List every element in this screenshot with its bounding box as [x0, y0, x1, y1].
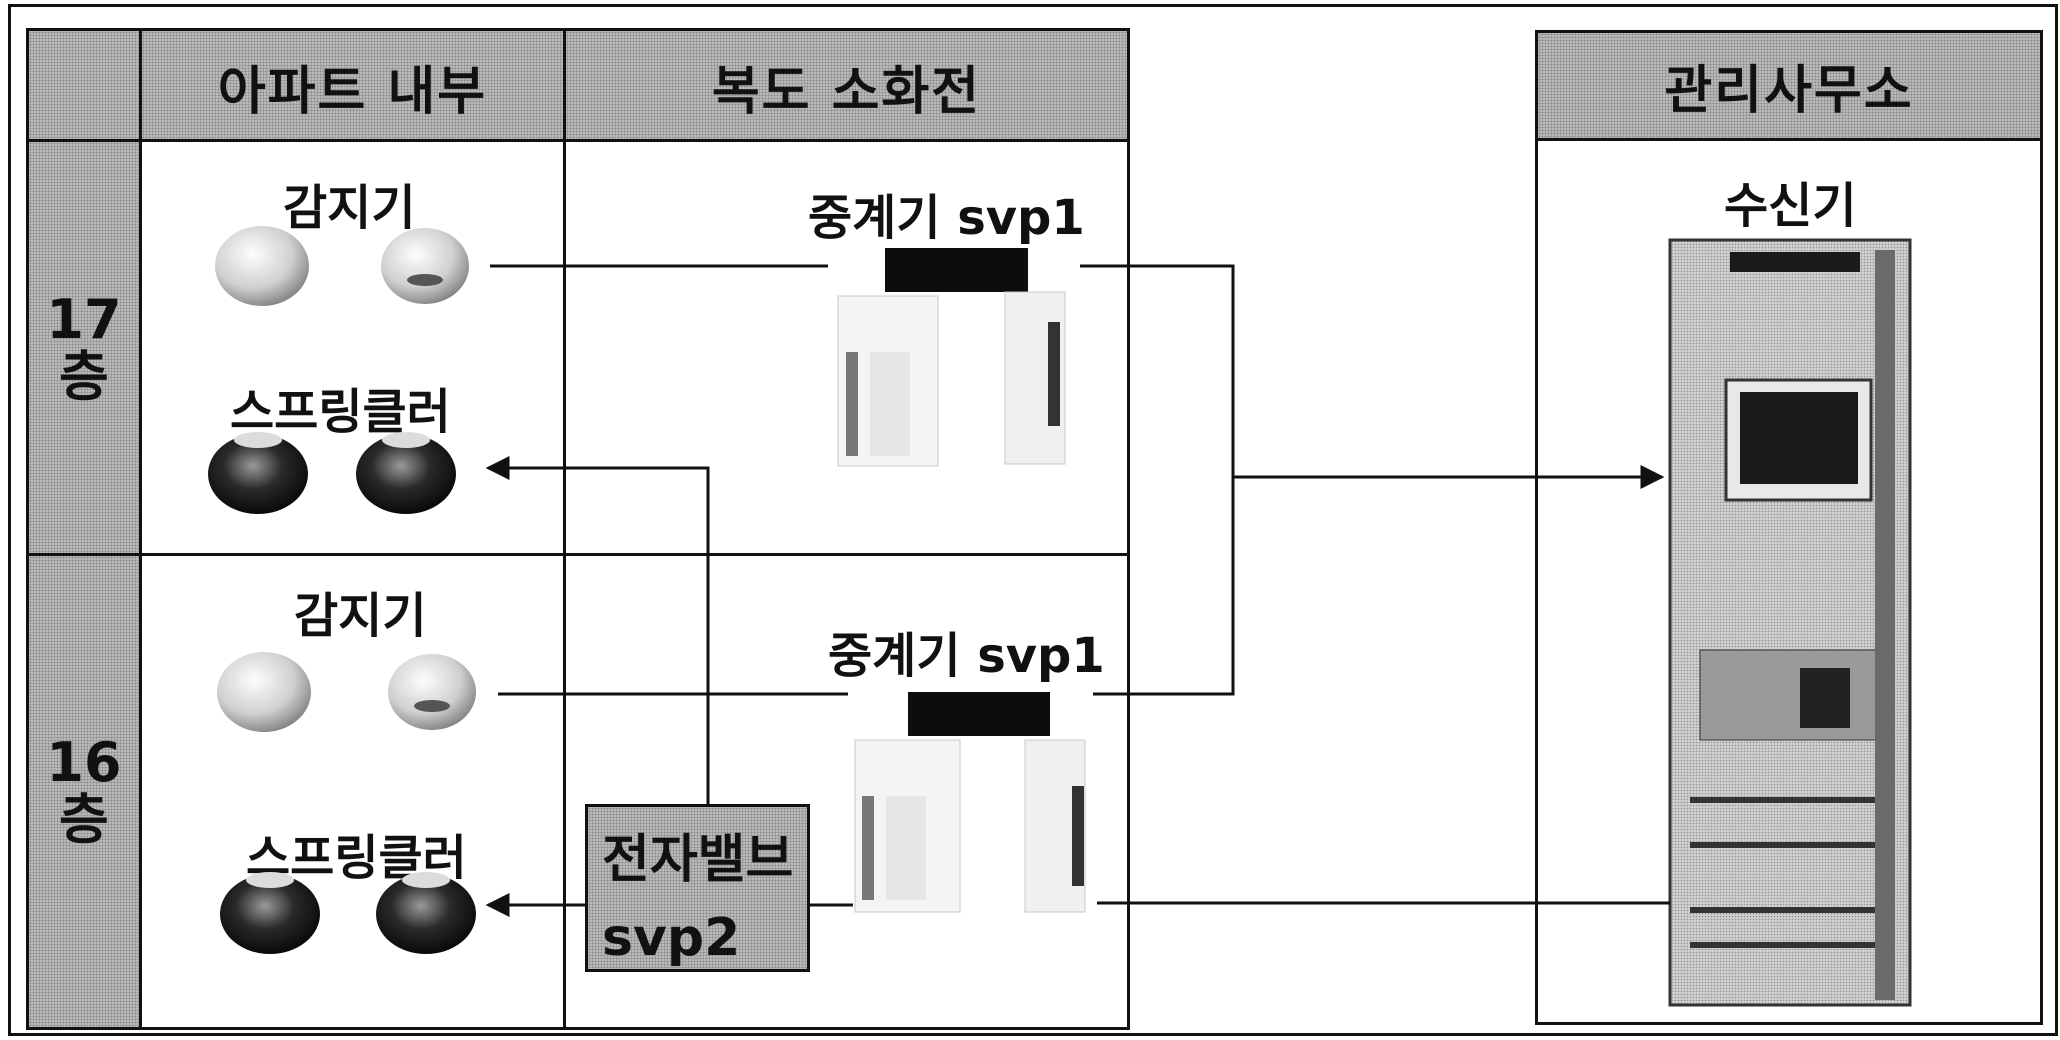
floor-16-sprinkler-icon — [220, 872, 476, 954]
floor-17-sprinkler-icon — [208, 432, 456, 514]
floor-16-detector-icon — [217, 652, 476, 732]
floor-17-detector-icon — [215, 226, 469, 306]
receiver-cabinet-icon — [1670, 240, 1910, 1005]
floor-16-relay-icon — [855, 692, 1085, 912]
floor-17-relay-icon — [838, 248, 1065, 466]
